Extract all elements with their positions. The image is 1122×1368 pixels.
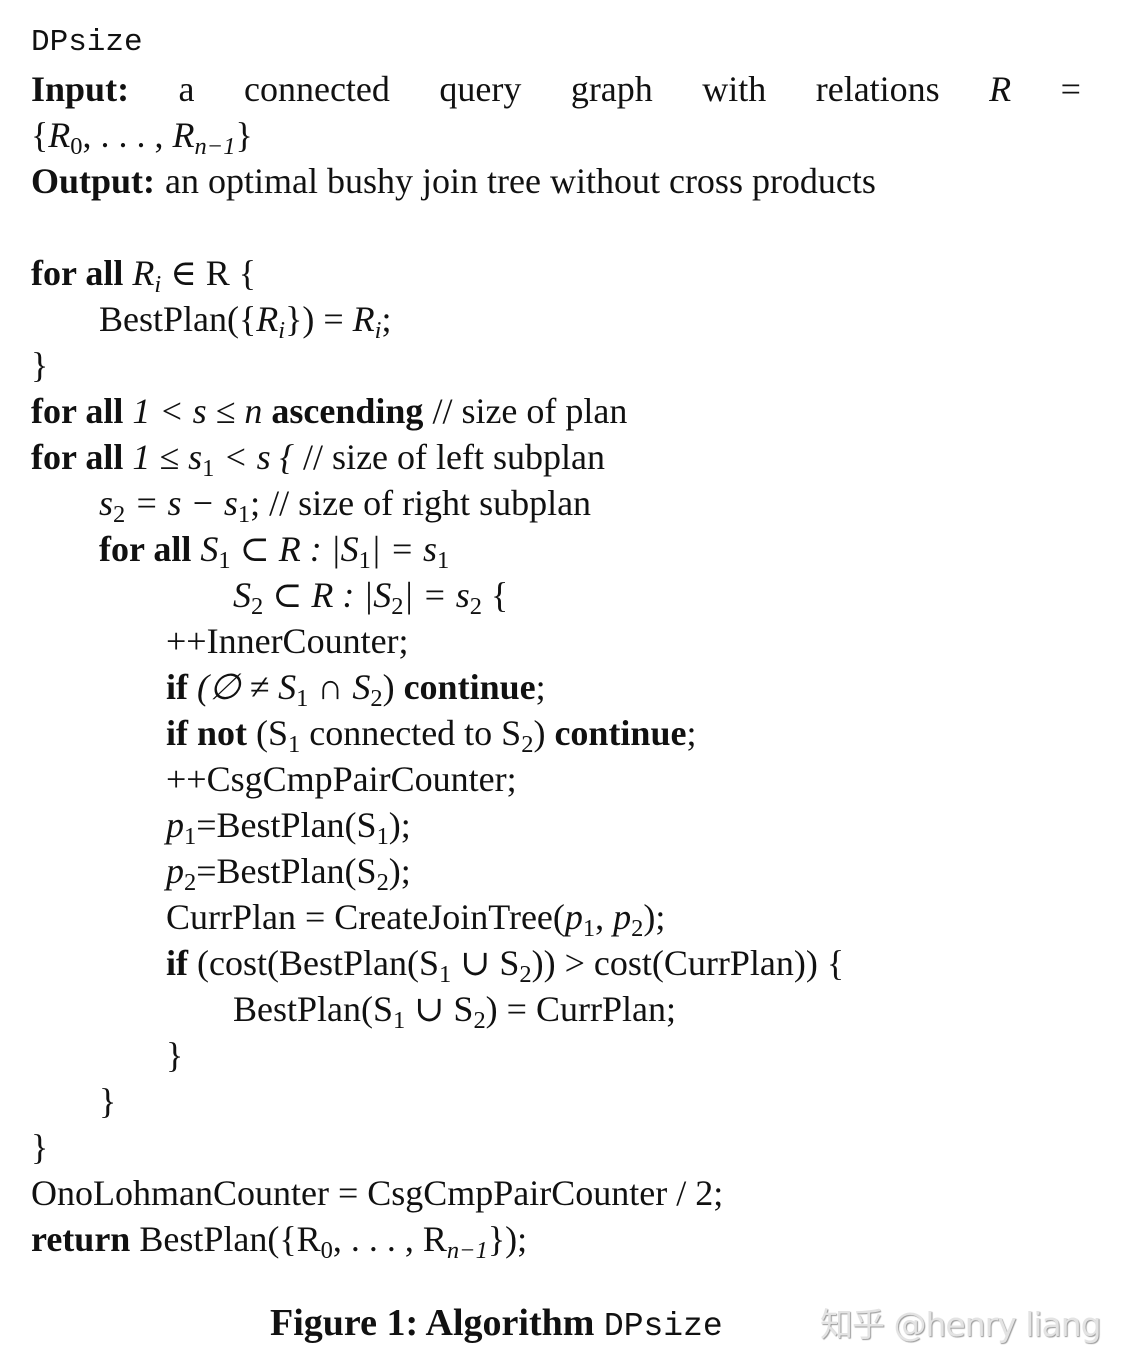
caption-algorithm-name: DPsize bbox=[603, 1308, 723, 1345]
code-line-5: for all 1 ≤ s1 < s { // size of left sub… bbox=[31, 437, 605, 482]
comment: // size of left subplan bbox=[303, 437, 605, 477]
code-line-22: return BestPlan({R0, . . . , Rn−1}); bbox=[31, 1219, 528, 1264]
code-line-16: if (cost(BestPlan(S1 ∪ S2)) > cost(CurrP… bbox=[166, 943, 845, 988]
code-line-14: p2=BestPlan(S2); bbox=[166, 851, 411, 896]
watermark: 知乎 @henry liang bbox=[820, 1305, 1102, 1344]
code-line-13: p1=BestPlan(S1); bbox=[166, 805, 411, 850]
algorithm-name: DPsize bbox=[31, 25, 143, 60]
code-line-1: for all Ri ∈ R { bbox=[31, 253, 257, 298]
code-line-8: S2 ⊂ R : |S2| = s2 { bbox=[233, 575, 509, 620]
output-line: Output:an optimal bushy join tree withou… bbox=[31, 161, 876, 201]
code-line-15: CurrPlan = CreateJoinTree(p1, p2); bbox=[166, 897, 666, 942]
caption-text: Algorithm bbox=[425, 1302, 595, 1344]
code-line-4: for all 1 < s ≤ n ascending // size of p… bbox=[31, 391, 628, 431]
comment: // size of plan bbox=[432, 391, 628, 431]
input-line: Input: a connected query graph with rela… bbox=[31, 66, 1081, 112]
code-line-18: } bbox=[166, 1035, 184, 1075]
input-label: Input: bbox=[31, 69, 130, 109]
code-line-2: BestPlan({Ri}) = Ri; bbox=[99, 299, 392, 344]
code-line-11: if not (S1 connected to S2) continue; bbox=[166, 713, 697, 758]
code-line-12: ++CsgCmpPairCounter; bbox=[166, 759, 517, 799]
code-line-3: } bbox=[31, 345, 49, 385]
output-label: Output: bbox=[31, 161, 156, 201]
code-line-6: s2 = s − s1; // size of right subplan bbox=[99, 483, 592, 528]
code-line-7: for all S1 ⊂ R : |S1| = s1 bbox=[99, 529, 450, 574]
code-line-10: if (∅ ≠ S1 ∩ S2) continue; bbox=[166, 667, 546, 712]
input-relations-set: {R0, . . . , Rn−1} bbox=[31, 115, 253, 160]
code-line-17: BestPlan(S1 ∪ S2) = CurrPlan; bbox=[233, 989, 676, 1034]
comment: // size of right subplan bbox=[269, 483, 592, 523]
caption-label: Figure 1: bbox=[270, 1302, 419, 1344]
code-line-9: ++InnerCounter; bbox=[166, 621, 409, 661]
code-line-19: } bbox=[99, 1081, 117, 1121]
code-line-20: } bbox=[31, 1127, 49, 1167]
code-line-21: OnoLohmanCounter = CsgCmpPairCounter / 2… bbox=[31, 1173, 724, 1213]
figure-caption: Figure 1: Algorithm DPsize bbox=[270, 1300, 723, 1350]
